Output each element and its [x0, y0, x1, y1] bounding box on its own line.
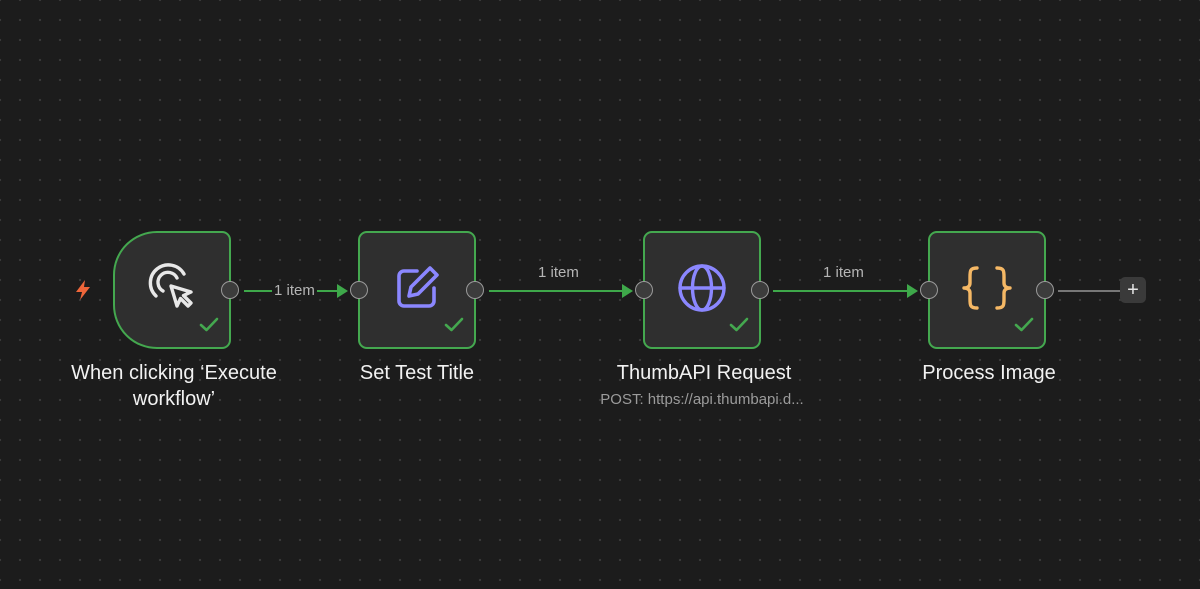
node-title: ThumbAPI Request [616, 362, 792, 384]
node-http-request[interactable] [635, 231, 769, 349]
node-title: Process Image [922, 362, 1056, 384]
input-handle[interactable] [635, 281, 653, 299]
connection-arrow [622, 284, 633, 298]
node-title: When clicking ‘Execute workflow’ [71, 362, 277, 410]
edge-label: 1 item [272, 282, 317, 300]
connection-line-empty[interactable] [1058, 290, 1120, 292]
connection-arrow [337, 284, 348, 298]
node-manual-trigger[interactable] [113, 231, 239, 349]
node-subtitle: POST: https://api.thumbapi.d... [600, 391, 804, 408]
success-check-icon [199, 317, 219, 338]
globe-icon [675, 261, 729, 320]
output-handle[interactable] [1036, 281, 1054, 299]
trigger-bolt-icon [73, 279, 93, 306]
node-title: Set Test Title [359, 362, 475, 384]
add-node-button[interactable]: + [1120, 277, 1146, 303]
input-handle[interactable] [350, 281, 368, 299]
curly-braces-icon [959, 262, 1015, 319]
success-check-icon [444, 317, 464, 338]
output-handle[interactable] [221, 281, 239, 299]
output-handle[interactable] [751, 281, 769, 299]
pencil-edit-icon [391, 262, 443, 319]
connection-line[interactable] [489, 290, 631, 292]
connection-arrow [907, 284, 918, 298]
node-set-test-title[interactable] [350, 231, 484, 349]
output-handle[interactable] [466, 281, 484, 299]
cursor-click-icon [144, 260, 200, 321]
input-handle[interactable] [920, 281, 938, 299]
edge-label: 1 item [821, 264, 866, 282]
edge-label: 1 item [536, 264, 581, 282]
node-process-image[interactable] [920, 231, 1054, 349]
success-check-icon [1014, 317, 1034, 338]
connection-line[interactable] [773, 290, 916, 292]
success-check-icon [729, 317, 749, 338]
